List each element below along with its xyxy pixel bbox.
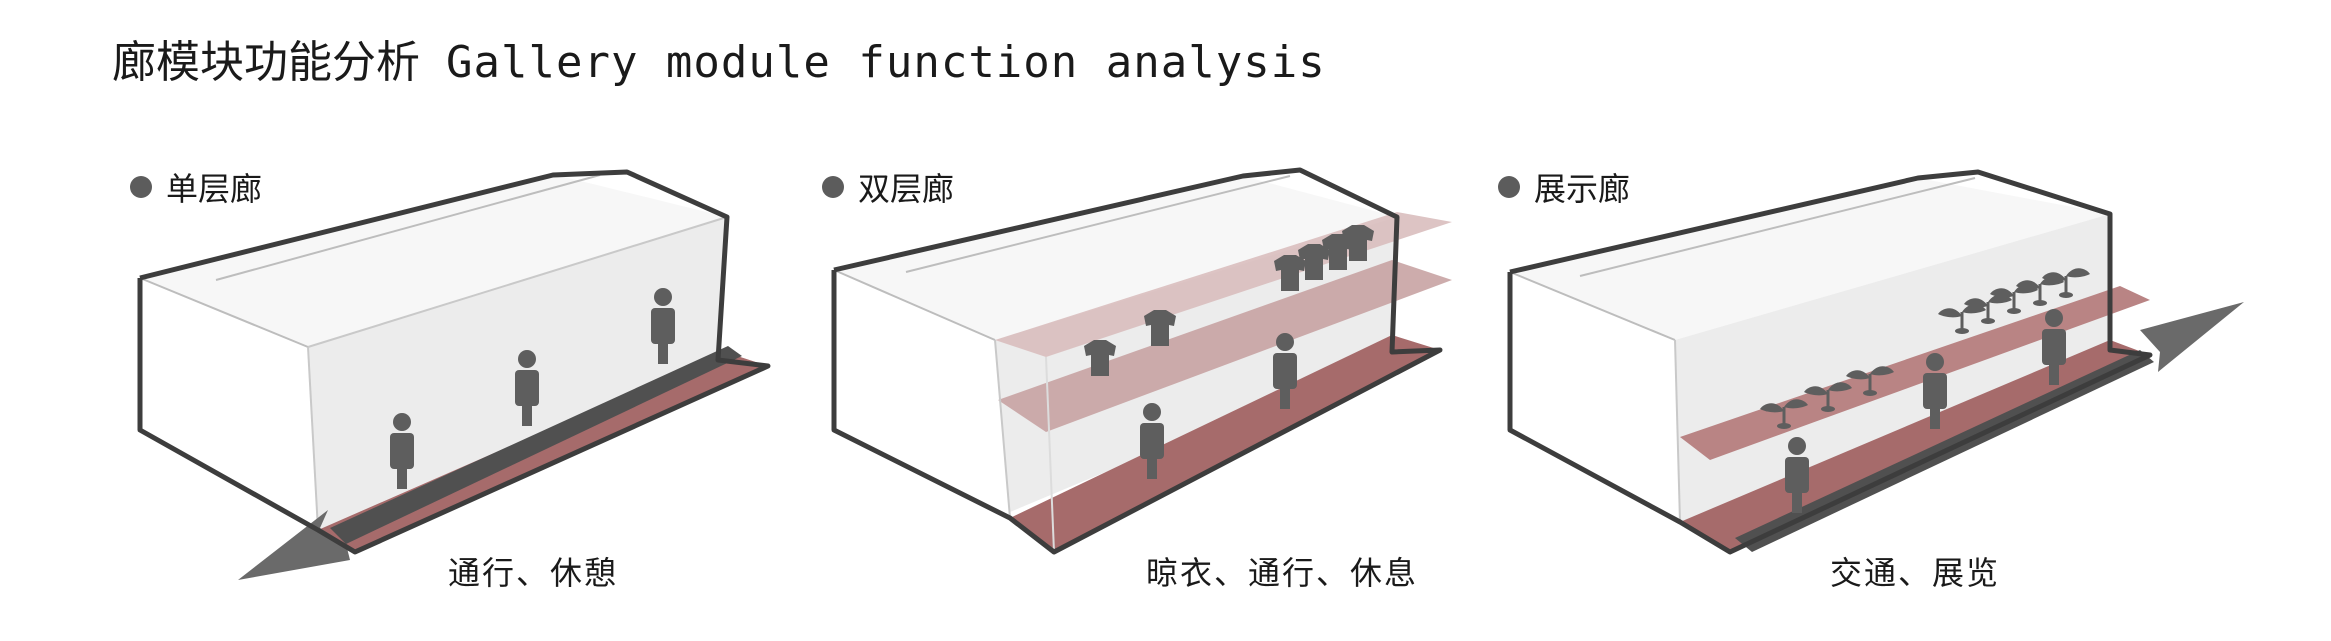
module-1-caption: 通行、休憩	[448, 554, 619, 592]
module-3-arrow	[2140, 302, 2244, 372]
module-3-back-wall	[1510, 178, 2110, 340]
module-2-outline	[831, 167, 1443, 555]
module-3-caption: 交通、展览	[1830, 554, 2001, 592]
module-1-label: 单层廊	[130, 164, 262, 210]
title-en: Gallery module function analysis	[446, 37, 1326, 88]
module-2-middle-deck	[998, 260, 1452, 432]
module-1-back-wall	[140, 175, 727, 347]
module-1-diagram	[137, 169, 771, 580]
module-2-diagram	[831, 167, 1452, 555]
module-1-path	[330, 346, 742, 544]
module-3-label: 展示廊	[1498, 164, 1630, 210]
module-3-outline	[1507, 169, 2153, 555]
page-title: 廊模块功能分析 Gallery module function analysis	[112, 26, 1326, 90]
module-1-arrow	[238, 510, 350, 580]
module-1-name: 单层廊	[166, 170, 263, 208]
module-1-outline	[137, 169, 771, 555]
bullet-dot-icon	[822, 176, 844, 198]
module-2-label: 双层廊	[822, 164, 954, 210]
module-2-caption: 晾衣、通行、休息	[1146, 554, 1419, 592]
module-3-name: 展示廊	[1534, 170, 1631, 208]
module-2-floor	[1010, 335, 1440, 552]
bullet-dot-icon	[1498, 176, 1520, 198]
bullet-dot-icon	[130, 176, 152, 198]
module-3-diagram	[1507, 169, 2244, 555]
module-2-name: 双层廊	[858, 170, 955, 208]
title-zh: 廊模块功能分析	[112, 37, 420, 88]
module-2-back-wall	[834, 176, 1397, 340]
module-3-display-deck	[1680, 286, 2150, 460]
